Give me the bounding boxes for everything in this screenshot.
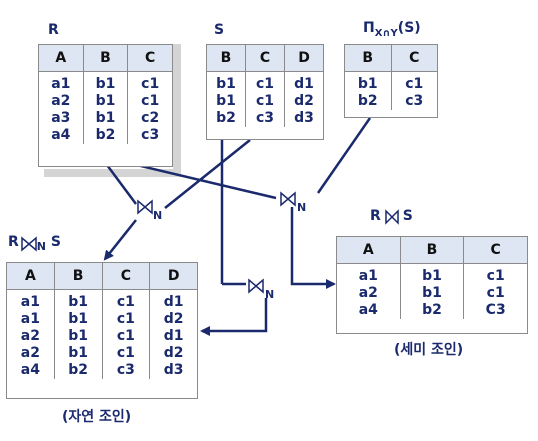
table-r: A B C a1 a2 a3 a4 b1 b1 b1 b2 c1 c1 c2 c… (38, 44, 173, 167)
connector-lower-join-to-natural (200, 298, 268, 336)
column-header: D (298, 50, 310, 66)
table-cell: c3 (116, 362, 135, 378)
table-cell: c3 (141, 127, 160, 143)
table-cell: b1 (68, 294, 88, 310)
connector-s-to-join (164, 139, 251, 209)
table-cell: a2 (20, 345, 40, 361)
table-cell: a1 (358, 268, 378, 284)
column-header: B (207, 45, 246, 71)
natural-join-caption: (자연 조인) (62, 409, 132, 425)
projection-label: ΠX∩Y(S) (363, 20, 421, 39)
connector-proj-to-semi-join (316, 117, 372, 194)
table-cell: C3 (485, 302, 506, 318)
join-symbol-lower (248, 278, 264, 294)
join-subscript-natural: N (153, 209, 163, 222)
table-cell: b2 (357, 93, 378, 109)
table-cell: c1 (405, 76, 424, 92)
column-header: B (55, 263, 103, 289)
column-header: A (39, 45, 84, 71)
table-cell: b1 (68, 311, 88, 327)
table-cell: b1 (357, 76, 378, 92)
table-semi-join: A B C a1 a2 a4 b1 b1 b2 c1 c1 C3 (336, 236, 528, 334)
column-header: A (337, 237, 401, 263)
join-symbol-semi (280, 191, 296, 207)
column-header: A (7, 263, 55, 289)
table-cell: c1 (255, 76, 275, 92)
table-cell: c1 (116, 345, 135, 361)
table-cell: d2 (294, 93, 314, 109)
table-cell: c1 (255, 93, 275, 109)
semi-join-caption: (세미 조인) (394, 342, 464, 358)
table-cell: d2 (163, 311, 184, 327)
join-subscript-lower: N (265, 288, 275, 301)
column-header: C (246, 45, 285, 71)
table-cell: b1 (422, 285, 442, 301)
table-cell: c2 (141, 110, 160, 126)
table-cell: d3 (294, 110, 314, 126)
column-header: C (145, 50, 156, 66)
table-cell: d1 (163, 294, 184, 310)
column-header: C (103, 263, 151, 289)
table-cell: d3 (163, 362, 184, 378)
relation-r-label: R (48, 22, 59, 38)
table-cell: a4 (20, 362, 40, 378)
table-cell: a1 (20, 311, 40, 327)
column-header: B (84, 45, 129, 71)
table-cell: a2 (358, 285, 378, 301)
table-cell: b1 (216, 76, 236, 92)
table-cell: d2 (163, 345, 184, 361)
semi-join-title-symbol (385, 209, 399, 225)
join-symbol-natural (137, 199, 153, 215)
table-cell: b1 (95, 93, 116, 109)
table-cell: d1 (163, 328, 184, 344)
table-cell: c1 (486, 268, 505, 284)
table-cell: b2 (216, 110, 236, 126)
table-cell: b2 (422, 302, 442, 318)
table-cell: c3 (405, 93, 424, 109)
column-header: C (409, 50, 420, 66)
table-cell: b1 (95, 76, 116, 92)
table-projection: B C b1 b2 c1 c3 (344, 44, 438, 118)
table-cell: b2 (68, 362, 88, 378)
table-cell: a2 (20, 328, 40, 344)
connector-r-to-join (105, 164, 138, 205)
natural-join-title-symbol (21, 236, 37, 252)
table-cell: c3 (255, 110, 275, 126)
column-header: D (167, 268, 180, 284)
table-cell: b1 (422, 268, 442, 284)
table-cell: a1 (20, 294, 40, 310)
connector-join-to-natural (103, 219, 137, 261)
table-natural-join: A B C D a1 a1 a2 a2 a4 b1 b1 b1 b1 b2 c1… (6, 262, 198, 399)
table-cell: c1 (116, 328, 135, 344)
table-cell: c1 (486, 285, 505, 301)
join-subscript-semi: N (297, 201, 307, 214)
table-cell: b1 (216, 93, 236, 109)
table-cell: b1 (68, 345, 88, 361)
table-cell: b1 (68, 328, 88, 344)
table-cell: a1 (51, 76, 71, 92)
table-cell: c1 (116, 311, 135, 327)
table-cell: c1 (116, 294, 135, 310)
table-cell: a2 (51, 93, 71, 109)
table-cell: a4 (358, 302, 378, 318)
relation-s-label: S (214, 22, 225, 38)
column-header: B (401, 237, 465, 263)
table-cell: a4 (51, 127, 71, 143)
column-header: B (345, 45, 392, 71)
column-header: C (490, 242, 501, 258)
table-cell: d1 (294, 76, 314, 92)
table-cell: b1 (95, 110, 116, 126)
table-cell: c1 (141, 76, 160, 92)
table-cell: c1 (141, 93, 160, 109)
table-s: B C D b1 b1 b2 c1 c1 c3 d1 d2 d3 (206, 44, 324, 140)
connector-semi-join-to-result (290, 207, 336, 289)
table-cell: a3 (51, 110, 71, 126)
table-cell: b2 (95, 127, 116, 143)
